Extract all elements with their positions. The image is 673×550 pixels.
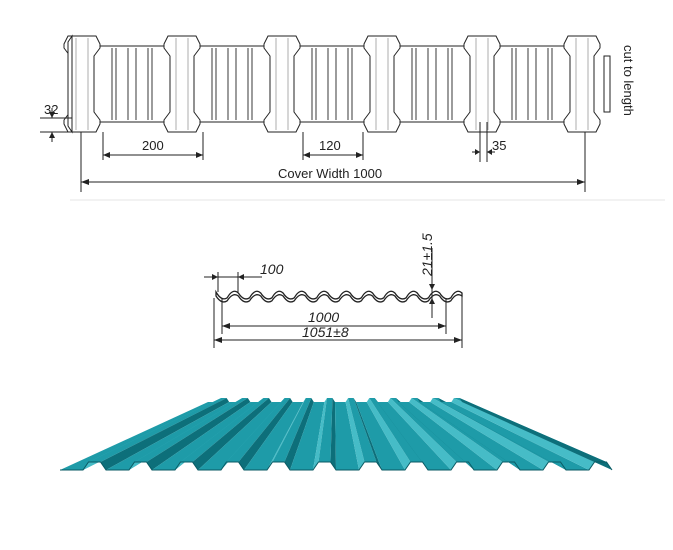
cut-to-length-label: cut to length bbox=[621, 45, 636, 116]
dim-section-cover: 1000 bbox=[221, 298, 447, 334]
corrugated-profile bbox=[215, 289, 463, 303]
dim-height-label: 32 bbox=[44, 102, 58, 117]
dim-pitch-label: 200 bbox=[142, 138, 164, 153]
dim-section-cover-label: 1000 bbox=[308, 309, 339, 325]
dim-section-total: 1051±8 bbox=[213, 294, 463, 348]
cross-section-drawing: 100 21±1.5 1000 1051±8 bbox=[204, 233, 463, 348]
dim-rib-label: 35 bbox=[492, 138, 506, 153]
plan-sheet-outline bbox=[63, 34, 611, 134]
dim-cover-width: Cover Width 1000 bbox=[80, 132, 586, 192]
dim-section-pitch-label: 100 bbox=[260, 261, 284, 277]
dim-valley-label: 120 bbox=[319, 138, 341, 153]
dim-section-pitch: 100 bbox=[204, 261, 284, 292]
dim-rib-35: 35 bbox=[472, 122, 506, 162]
dim-height-32: 32 bbox=[40, 102, 72, 142]
roof-sheet-3d bbox=[60, 398, 613, 471]
top-plan-drawing: 32 200 120 35 bbox=[40, 34, 665, 201]
dim-section-height: 21±1.5 bbox=[419, 233, 435, 318]
dim-valley-120: 120 bbox=[302, 132, 364, 160]
dim-cover-label: Cover Width 1000 bbox=[278, 166, 382, 181]
dim-section-total-label: 1051±8 bbox=[302, 324, 349, 340]
dim-pitch-200: 200 bbox=[102, 132, 204, 160]
dim-section-height-label: 21±1.5 bbox=[419, 233, 435, 277]
